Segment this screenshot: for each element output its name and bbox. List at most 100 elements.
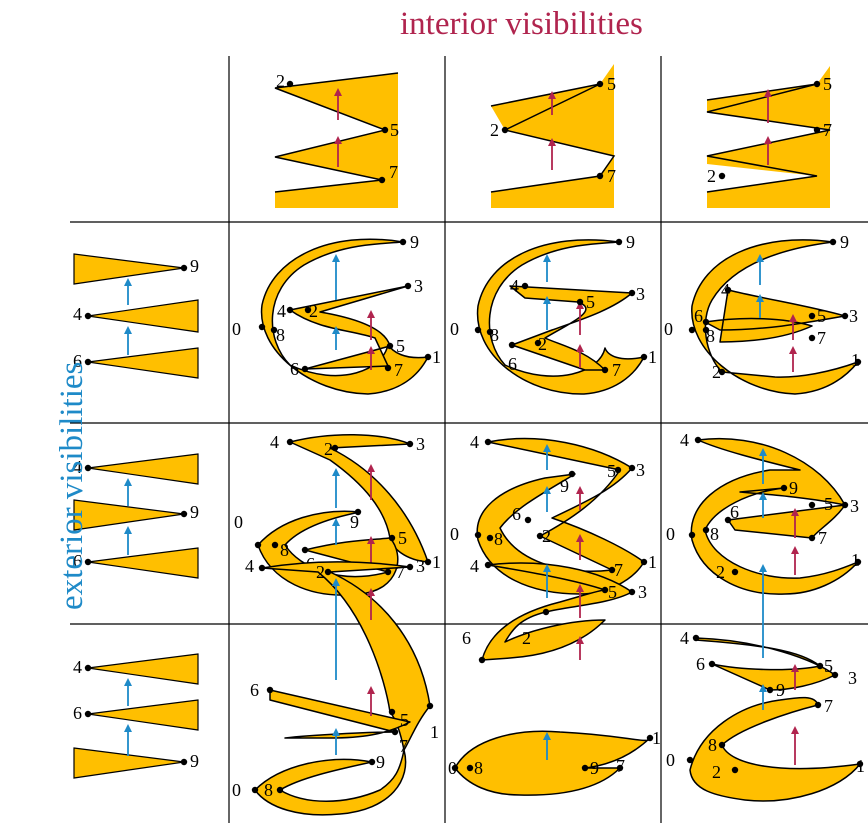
vertex-dot xyxy=(378,176,386,184)
vertex-dot xyxy=(301,365,309,373)
cell-r2-c3: 4 9 6 8 0 5 3 7 2 1 xyxy=(666,430,862,595)
vertex-label: 8 xyxy=(490,325,499,345)
exterior-visibilities-title: exterior visibilities xyxy=(54,361,90,610)
wedge-shape xyxy=(87,299,199,333)
vertex-dot xyxy=(688,531,696,539)
polygon-shape xyxy=(691,239,859,395)
vertex-label: 7 xyxy=(616,756,625,776)
vertex-label: 5 xyxy=(824,656,833,676)
vertex-label: 2 xyxy=(522,628,531,648)
vertex-label: 2 xyxy=(324,439,333,459)
vertex-dot xyxy=(856,760,864,768)
vertex-label: 7 xyxy=(396,562,405,582)
vertex-label: 8 xyxy=(280,540,289,560)
cell-r1-c1: 9 3 4 2 0 8 5 6 7 1 xyxy=(232,232,441,395)
vertex-dot xyxy=(304,306,312,314)
vertex-label: 7 xyxy=(394,360,403,380)
vertex-dot xyxy=(688,326,696,334)
zigzag-outline xyxy=(274,72,399,193)
vertex-dot xyxy=(702,326,710,334)
vertex-dot xyxy=(615,238,623,246)
vertex-label: 7 xyxy=(818,528,827,548)
vertex-dot xyxy=(813,126,821,134)
vertex-label: 7 xyxy=(823,120,832,140)
vertex-label: 9 xyxy=(190,502,199,522)
vertex-dot xyxy=(266,686,274,694)
vertex-dot xyxy=(388,708,396,716)
vertex-dot xyxy=(534,339,542,347)
vertex-dot xyxy=(808,534,816,542)
vertex-label: 3 xyxy=(416,556,425,576)
vertex-dot xyxy=(718,368,726,376)
vertex-label: 6 xyxy=(508,354,517,374)
zigzag-shape xyxy=(491,56,614,208)
polygon-shape xyxy=(695,637,836,691)
vertex-label: 3 xyxy=(636,460,645,480)
vertex-label: 9 xyxy=(560,476,569,496)
vertex-dot xyxy=(478,656,486,664)
row-header-3: 4 6 9 xyxy=(73,653,199,779)
cell-r3-c2: 4 5 3 6 2 7 1 9 0 8 xyxy=(448,556,661,796)
vertex-label: 9 xyxy=(350,512,359,532)
vertex-dot xyxy=(286,80,294,88)
vertex-dot xyxy=(536,532,544,540)
vertex-dot xyxy=(84,710,92,718)
vertex-dot xyxy=(324,568,332,576)
vertex-label: 4 xyxy=(470,556,479,576)
vertex-dot xyxy=(831,671,839,679)
vertex-label: 0 xyxy=(450,524,459,544)
vertex-label: 5 xyxy=(607,461,616,481)
vertex-label: 6 xyxy=(290,359,299,379)
vertex-dot xyxy=(854,358,862,366)
vertex-label: 3 xyxy=(849,306,858,326)
vertex-label: 2 xyxy=(490,120,499,140)
polygon-shape xyxy=(704,289,846,343)
vertex-label: 1 xyxy=(652,728,661,748)
vertex-label: 0 xyxy=(232,780,241,800)
polygon-shape xyxy=(254,749,407,816)
vertex-dot xyxy=(702,526,710,534)
vertex-dot xyxy=(601,366,609,374)
vertex-dot xyxy=(286,306,294,314)
vertex-label: 7 xyxy=(389,162,398,182)
polygon-shape xyxy=(454,730,651,796)
vertex-dot xyxy=(640,353,648,361)
vertex-label: 3 xyxy=(848,668,857,688)
vertex-label: 0 xyxy=(234,512,243,532)
vertex-dot xyxy=(466,764,474,772)
vertex-dot xyxy=(451,764,459,772)
vertex-dot xyxy=(270,326,278,334)
vertex-label: 4 xyxy=(721,280,730,300)
vertex-dot xyxy=(524,516,532,524)
vertex-dot xyxy=(640,558,648,566)
row-header-1: 9 4 6 xyxy=(73,253,199,379)
vertex-label: 0 xyxy=(666,524,675,544)
vertex-label: 9 xyxy=(776,680,785,700)
polygon-shape xyxy=(481,562,633,661)
vertex-label: 1 xyxy=(432,347,441,367)
vertex-label: 0 xyxy=(450,319,459,339)
vertex-dot xyxy=(354,508,362,516)
vertex-label: 9 xyxy=(840,232,849,252)
vertex-label: 5 xyxy=(608,582,617,602)
polygon-shape xyxy=(476,239,645,395)
vertex-label: 4 xyxy=(73,304,82,324)
wedge-shape xyxy=(87,453,199,485)
vertex-dot xyxy=(692,634,700,642)
vertex-label: 1 xyxy=(851,350,860,370)
vertex-dot xyxy=(568,470,576,478)
vertex-dot xyxy=(84,464,92,472)
row-header-2: 4 9 6 xyxy=(73,453,199,579)
vertex-dot xyxy=(258,564,266,572)
vertex-label: 7 xyxy=(824,696,833,716)
vertex-label: 3 xyxy=(850,496,859,516)
polygon-shape xyxy=(261,561,431,751)
vertex-label: 2 xyxy=(276,71,285,91)
vertex-dot xyxy=(384,568,392,576)
vertex-label: 1 xyxy=(856,756,865,776)
cell-r3-c3: 4 6 5 3 7 9 8 0 2 1 xyxy=(666,564,865,802)
vertex-label: 4 xyxy=(277,301,286,321)
vertex-dot xyxy=(84,312,92,320)
vertex-label: 0 xyxy=(664,319,673,339)
